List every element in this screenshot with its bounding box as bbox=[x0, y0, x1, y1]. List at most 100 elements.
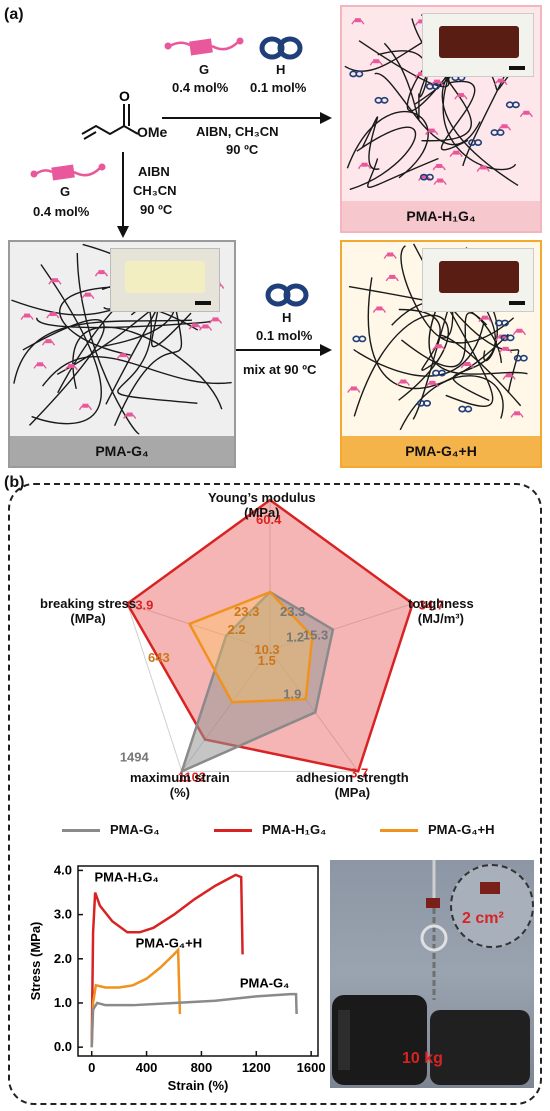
x-tick-label: 1600 bbox=[297, 1060, 326, 1075]
guest-crosslink bbox=[68, 364, 75, 369]
polymer-chain bbox=[374, 72, 481, 146]
guest-crosslink bbox=[24, 313, 31, 318]
y-tick-label: 1.0 bbox=[54, 995, 72, 1010]
mix-condition: mix at 90 ºC bbox=[243, 362, 317, 377]
host-molecule bbox=[438, 369, 447, 377]
radar-axis-youngs: Young’s modulus (MPa) bbox=[208, 490, 316, 520]
guest-crosslink bbox=[373, 59, 380, 64]
polymer-chain bbox=[439, 317, 522, 407]
radar-series-pma-g4-h bbox=[187, 590, 314, 704]
radar-value-label: 23.3 bbox=[234, 604, 259, 619]
axis-unit: (MPa) bbox=[334, 785, 371, 800]
y-tick-label: 4.0 bbox=[54, 862, 72, 877]
polymer-chain bbox=[399, 375, 504, 431]
radar-value-label: 34.7 bbox=[419, 598, 444, 613]
legend-label: PMA-G₄ bbox=[110, 822, 160, 837]
polymer-chain bbox=[398, 308, 441, 371]
series-label: PMA-G₄+H bbox=[136, 936, 203, 951]
radar-value-label: 10.3 bbox=[254, 642, 279, 657]
axis-name: breaking stress bbox=[40, 596, 137, 611]
series-label: PMA-G₄ bbox=[240, 976, 290, 991]
axis-name: adhesion strength bbox=[296, 770, 409, 785]
radar-value-label: 1.5 bbox=[258, 653, 276, 668]
host-molecule bbox=[358, 335, 367, 343]
polymer-chain bbox=[41, 356, 232, 387]
legend-label: PMA-H₁G₄ bbox=[262, 822, 327, 837]
axis-unit: (MPa) bbox=[244, 505, 280, 520]
guest-crosslink bbox=[434, 79, 441, 84]
guest-crosslink bbox=[457, 93, 464, 98]
radar-value-label: 60.4 bbox=[256, 512, 282, 527]
y-tick-label: 0.0 bbox=[54, 1039, 72, 1054]
host-molecule bbox=[431, 83, 440, 90]
guest-crosslink bbox=[523, 110, 530, 115]
h-label-mix: H bbox=[282, 310, 292, 325]
polymer-chain bbox=[353, 323, 485, 377]
polymer-chain bbox=[76, 252, 140, 435]
x-tick-label: 1200 bbox=[242, 1060, 271, 1075]
radar-value-label: 23.3 bbox=[280, 604, 305, 619]
guest-crosslink bbox=[428, 128, 435, 133]
box-label-h1g4: PMA-H₁G₄ bbox=[342, 201, 540, 231]
g-amount-left: 0.4 mol% bbox=[33, 204, 90, 219]
guest-crosslink bbox=[435, 344, 442, 349]
radar-axis-toughness: toughness (MJ/m³) bbox=[408, 596, 474, 626]
area-label: 2 cm² bbox=[462, 910, 504, 927]
guest-crosslink bbox=[350, 386, 357, 391]
host-molecule bbox=[355, 70, 364, 78]
guest-crosslink bbox=[436, 163, 443, 168]
guest-crosslink bbox=[429, 380, 436, 385]
guest-icon bbox=[164, 37, 244, 56]
guest-crosslink bbox=[212, 317, 219, 322]
axis-name: toughness bbox=[408, 596, 474, 611]
weight-illustration bbox=[332, 860, 530, 1085]
x-tick-label: 800 bbox=[191, 1060, 213, 1075]
guest-crosslink bbox=[453, 150, 460, 155]
polymer-chain bbox=[117, 279, 198, 404]
host-molecule bbox=[425, 173, 434, 181]
polymer-chain bbox=[440, 80, 476, 151]
polymer-chain bbox=[22, 318, 105, 426]
radar-value-label: 3.7 bbox=[350, 765, 368, 780]
radar-value-label: 15.3 bbox=[303, 628, 328, 643]
polymer-chain bbox=[36, 317, 212, 329]
polymer-chain bbox=[411, 18, 473, 142]
legend-line bbox=[214, 829, 252, 833]
polymer-chain bbox=[400, 245, 454, 339]
y-axis-label: Stress (MPa) bbox=[28, 922, 43, 1001]
guest-crosslink bbox=[389, 274, 396, 279]
polymer-chain bbox=[346, 110, 429, 179]
radar-value-label: 643 bbox=[148, 650, 170, 665]
box-pma-g4h: PMA-G₄+H bbox=[340, 240, 542, 468]
legend-line bbox=[62, 829, 100, 833]
box-pma-g4: PMA-G₄ bbox=[8, 240, 236, 468]
radar-value-label: 1102 bbox=[178, 769, 206, 784]
guest-crosslink bbox=[506, 373, 513, 378]
radar-axis-adhesion: adhesion strength (MPa) bbox=[296, 770, 409, 800]
guest-crosslink bbox=[418, 19, 425, 24]
reagent-ch3cn: CH₃CN bbox=[133, 183, 177, 198]
guest-crosslink bbox=[202, 324, 209, 329]
guest-crosslink bbox=[126, 412, 133, 417]
polymer-chain bbox=[361, 116, 380, 170]
guest-crosslink bbox=[480, 165, 487, 170]
guest-crosslink bbox=[502, 346, 509, 351]
panel-b-frame bbox=[8, 483, 542, 1105]
h-amount-mix: 0.1 mol% bbox=[256, 328, 313, 343]
guest-crosslink bbox=[437, 178, 444, 183]
x-axis-label: Strain (%) bbox=[168, 1078, 229, 1093]
box-pma-h1g4: PMA-H₁G₄ bbox=[340, 5, 542, 233]
g-label-top: G bbox=[199, 62, 210, 77]
polymer-chain bbox=[113, 285, 183, 427]
plot-frame bbox=[77, 865, 319, 1057]
legend-pma-g4: PMA-G₄ bbox=[62, 822, 160, 837]
guest-icon bbox=[30, 163, 106, 181]
g-label-left: G bbox=[60, 184, 71, 199]
radar-value-label: 1.2 bbox=[286, 630, 304, 645]
polymer-chain bbox=[367, 157, 439, 188]
guest-crosslink bbox=[354, 18, 361, 23]
guest-crosslink bbox=[421, 174, 428, 179]
temp-left: 90 ºC bbox=[140, 202, 173, 217]
reagent-aibn: AIBN bbox=[138, 164, 170, 179]
guest-crosslink bbox=[37, 362, 44, 367]
